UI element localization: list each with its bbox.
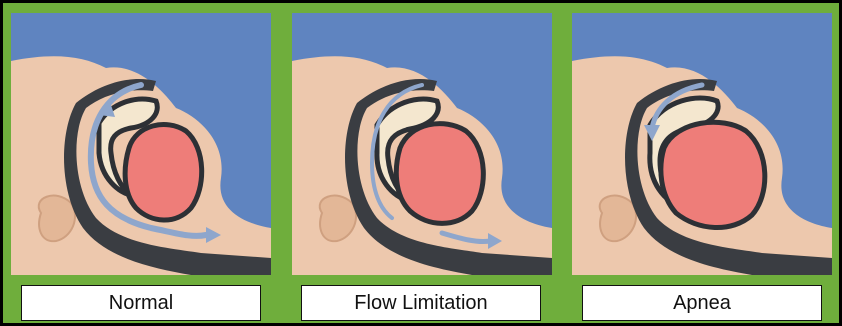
airway-illustration-apnea [572, 13, 832, 275]
panel-flow-limitation [292, 13, 552, 275]
airway-illustration-flow-limitation [292, 13, 552, 275]
panel-apnea [572, 13, 832, 275]
panel-normal [11, 13, 271, 275]
label-text: Flow Limitation [354, 292, 487, 315]
panel-label-flow-limitation: Flow Limitation [301, 285, 541, 321]
airway-illustration-normal [11, 13, 271, 275]
label-text: Apnea [673, 292, 731, 315]
panel-label-apnea: Apnea [582, 285, 822, 321]
label-text: Normal [109, 292, 173, 315]
panel-label-normal: Normal [21, 285, 261, 321]
